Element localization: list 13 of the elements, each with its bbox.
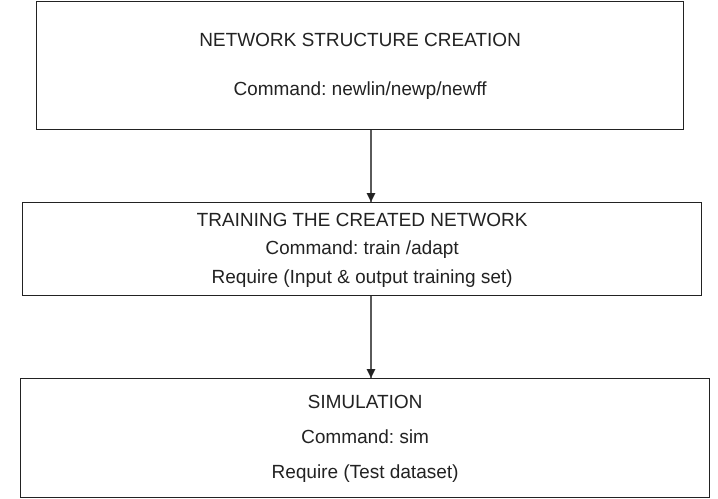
process-box [36, 1, 684, 130]
arrow [366, 130, 376, 202]
box-heading: TRAINING THE CREATED NETWORK [196, 210, 528, 232]
process-box [22, 202, 702, 296]
box-text: Require (Test dataset) [272, 462, 458, 484]
box-text: Command: train /adapt [265, 238, 459, 260]
box-heading: NETWORK STRUCTURE CREATION [199, 30, 521, 52]
box-text: Command: sim [301, 427, 429, 449]
arrow [366, 296, 376, 378]
box-text: Require (Input & output training set) [211, 266, 512, 288]
box-text: Command: newlin/newp/newff [233, 79, 487, 102]
box-heading: SIMULATION [308, 392, 422, 414]
process-box [20, 378, 710, 498]
